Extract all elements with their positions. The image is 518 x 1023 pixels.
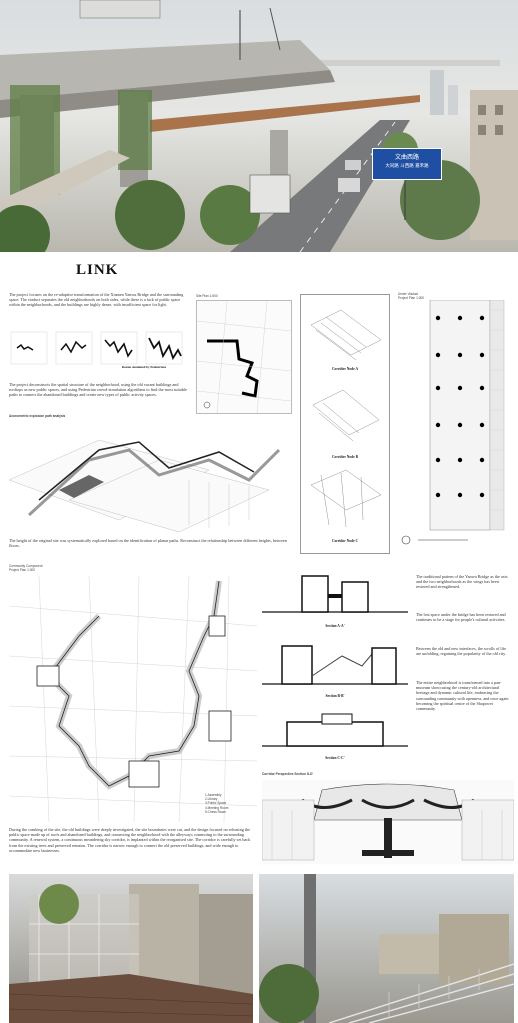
viaduct-plan-label: Under Viaduct Project Plan 1:300 (398, 292, 425, 300)
page-title: LINK (76, 262, 119, 278)
viaduct-illustration (0, 0, 518, 252)
section-a-label: Section A-A' (325, 624, 345, 628)
section-a: Section A-A' (262, 568, 408, 632)
road-sign: 文曲西路 大同路 斗西路 嘉禾路 (372, 148, 442, 180)
corridor-node-a: Corridor Node A (331, 367, 359, 371)
render-right (259, 874, 514, 1023)
site-plan (196, 300, 292, 414)
intro-paragraph: The project focuses on the re-adaptive t… (9, 292, 184, 308)
section-b-label: Section B-B' (325, 694, 345, 698)
routes-caption: Routes simulated by Pedestrians (121, 365, 167, 369)
legend-item: 3.Public Space (205, 801, 227, 806)
perspective-label: Corridor Perspective Section D-D' (262, 772, 314, 776)
legend-item: 2.Library (205, 797, 218, 802)
right-text-3: Between the old and new interfaces, the … (416, 646, 506, 657)
axon-caption: Axonometric explosion path analysis (9, 414, 66, 418)
corridor-nodes-panel: Corridor Node A Corridor Node B Corridor… (300, 294, 390, 554)
right-text-1: The traditional pattern of the Yanwu Bri… (416, 574, 508, 590)
legend-item: 5.Chess Room (205, 809, 227, 814)
deconstruct-paragraph: The project deconstructs the spatial str… (9, 382, 187, 398)
road-sign-line1: 文曲西路 (394, 154, 419, 161)
height-paragraph: The height of the original site was syst… (9, 538, 287, 549)
plan-legend: 1.Assembly 2.Library 3.Public Space 4.Me… (205, 793, 255, 814)
right-text-4: The entire neighborhood is transformed i… (416, 680, 509, 712)
axonometric-diagram (9, 420, 291, 532)
corridor-perspective (262, 780, 514, 864)
route-diagrams: Routes simulated by Pedestrians (9, 330, 187, 372)
corridor-node-b: Corridor Node B (331, 455, 359, 459)
section-c-label: Section C-C' (325, 756, 345, 760)
site-plan-label: Site Plan 1:500 (196, 294, 218, 298)
community-plan-label: Community Component Project Plan 1:300 (9, 564, 43, 572)
legend-item: 4.Meeting Room (205, 805, 229, 810)
combing-paragraph: During the combing of the site, the old … (9, 827, 251, 853)
hero-rendering: 文曲西路 大同路 斗西路 嘉禾路 (0, 0, 518, 252)
community-plan (9, 576, 257, 822)
corridor-node-c: Corridor Node C (331, 539, 359, 543)
section-b: Section B-B' (262, 636, 408, 704)
legend-item: 1.Assembly (205, 793, 222, 797)
render-left (9, 874, 253, 1023)
viaduct-plan (398, 300, 514, 548)
section-c: Section C-C' (262, 706, 408, 772)
right-text-2: The lost space under the bridge has been… (416, 612, 506, 623)
road-sign-line2: 大同路 斗西路 嘉禾路 (385, 164, 429, 169)
